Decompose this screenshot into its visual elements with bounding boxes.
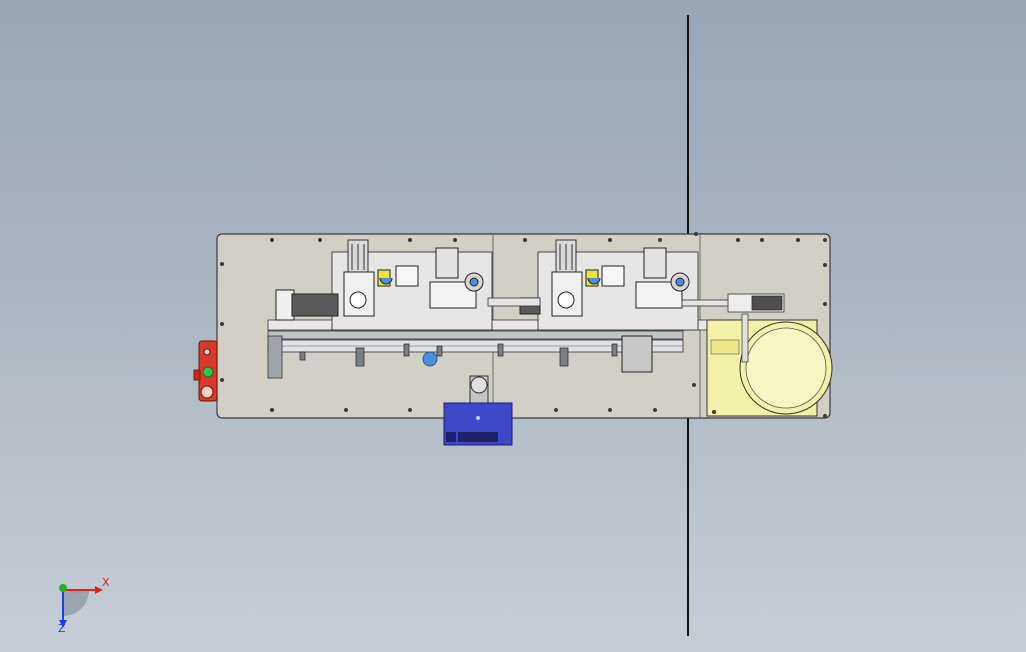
controller-unit[interactable] (443, 375, 513, 446)
press-station-1[interactable] (275, 239, 493, 331)
x-axis-label: X (102, 576, 110, 589)
rail-clamps (299, 343, 618, 367)
status-indicator-light (202, 366, 214, 378)
z-axis-label: Z (58, 622, 66, 635)
press-station-2[interactable] (519, 239, 699, 373)
transfer-rods (487, 293, 785, 313)
vibratory-feeder[interactable] (706, 313, 833, 417)
coordinate-triad-icon (59, 584, 103, 628)
conveyor-rail[interactable] (267, 319, 744, 379)
emergency-stop-control[interactable] (193, 340, 218, 402)
sensor-indicator (422, 351, 438, 367)
